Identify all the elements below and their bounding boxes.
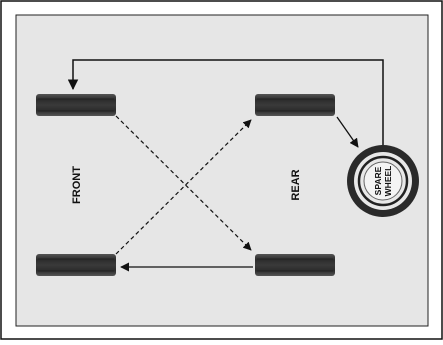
rear-label: REAR <box>290 169 302 200</box>
rear-left-tire <box>255 94 335 116</box>
front-right-tire <box>36 254 116 276</box>
rear-right-tire <box>255 254 335 276</box>
front-label: FRONT <box>71 166 83 204</box>
spare-wheel: SPARE WHEEL <box>347 145 419 217</box>
arrow-rear-left-to-spare <box>336 116 359 148</box>
front-left-tire <box>36 94 116 116</box>
arrow-front-right-to-rear-left <box>115 119 252 255</box>
spare-label-line2: WHEEL <box>383 166 393 197</box>
spare-label-line1: SPARE <box>373 166 383 195</box>
arrow-spare-to-front-left <box>67 59 384 145</box>
arrow-front-left-to-rear-right <box>115 115 252 251</box>
tread-lines <box>38 98 333 272</box>
